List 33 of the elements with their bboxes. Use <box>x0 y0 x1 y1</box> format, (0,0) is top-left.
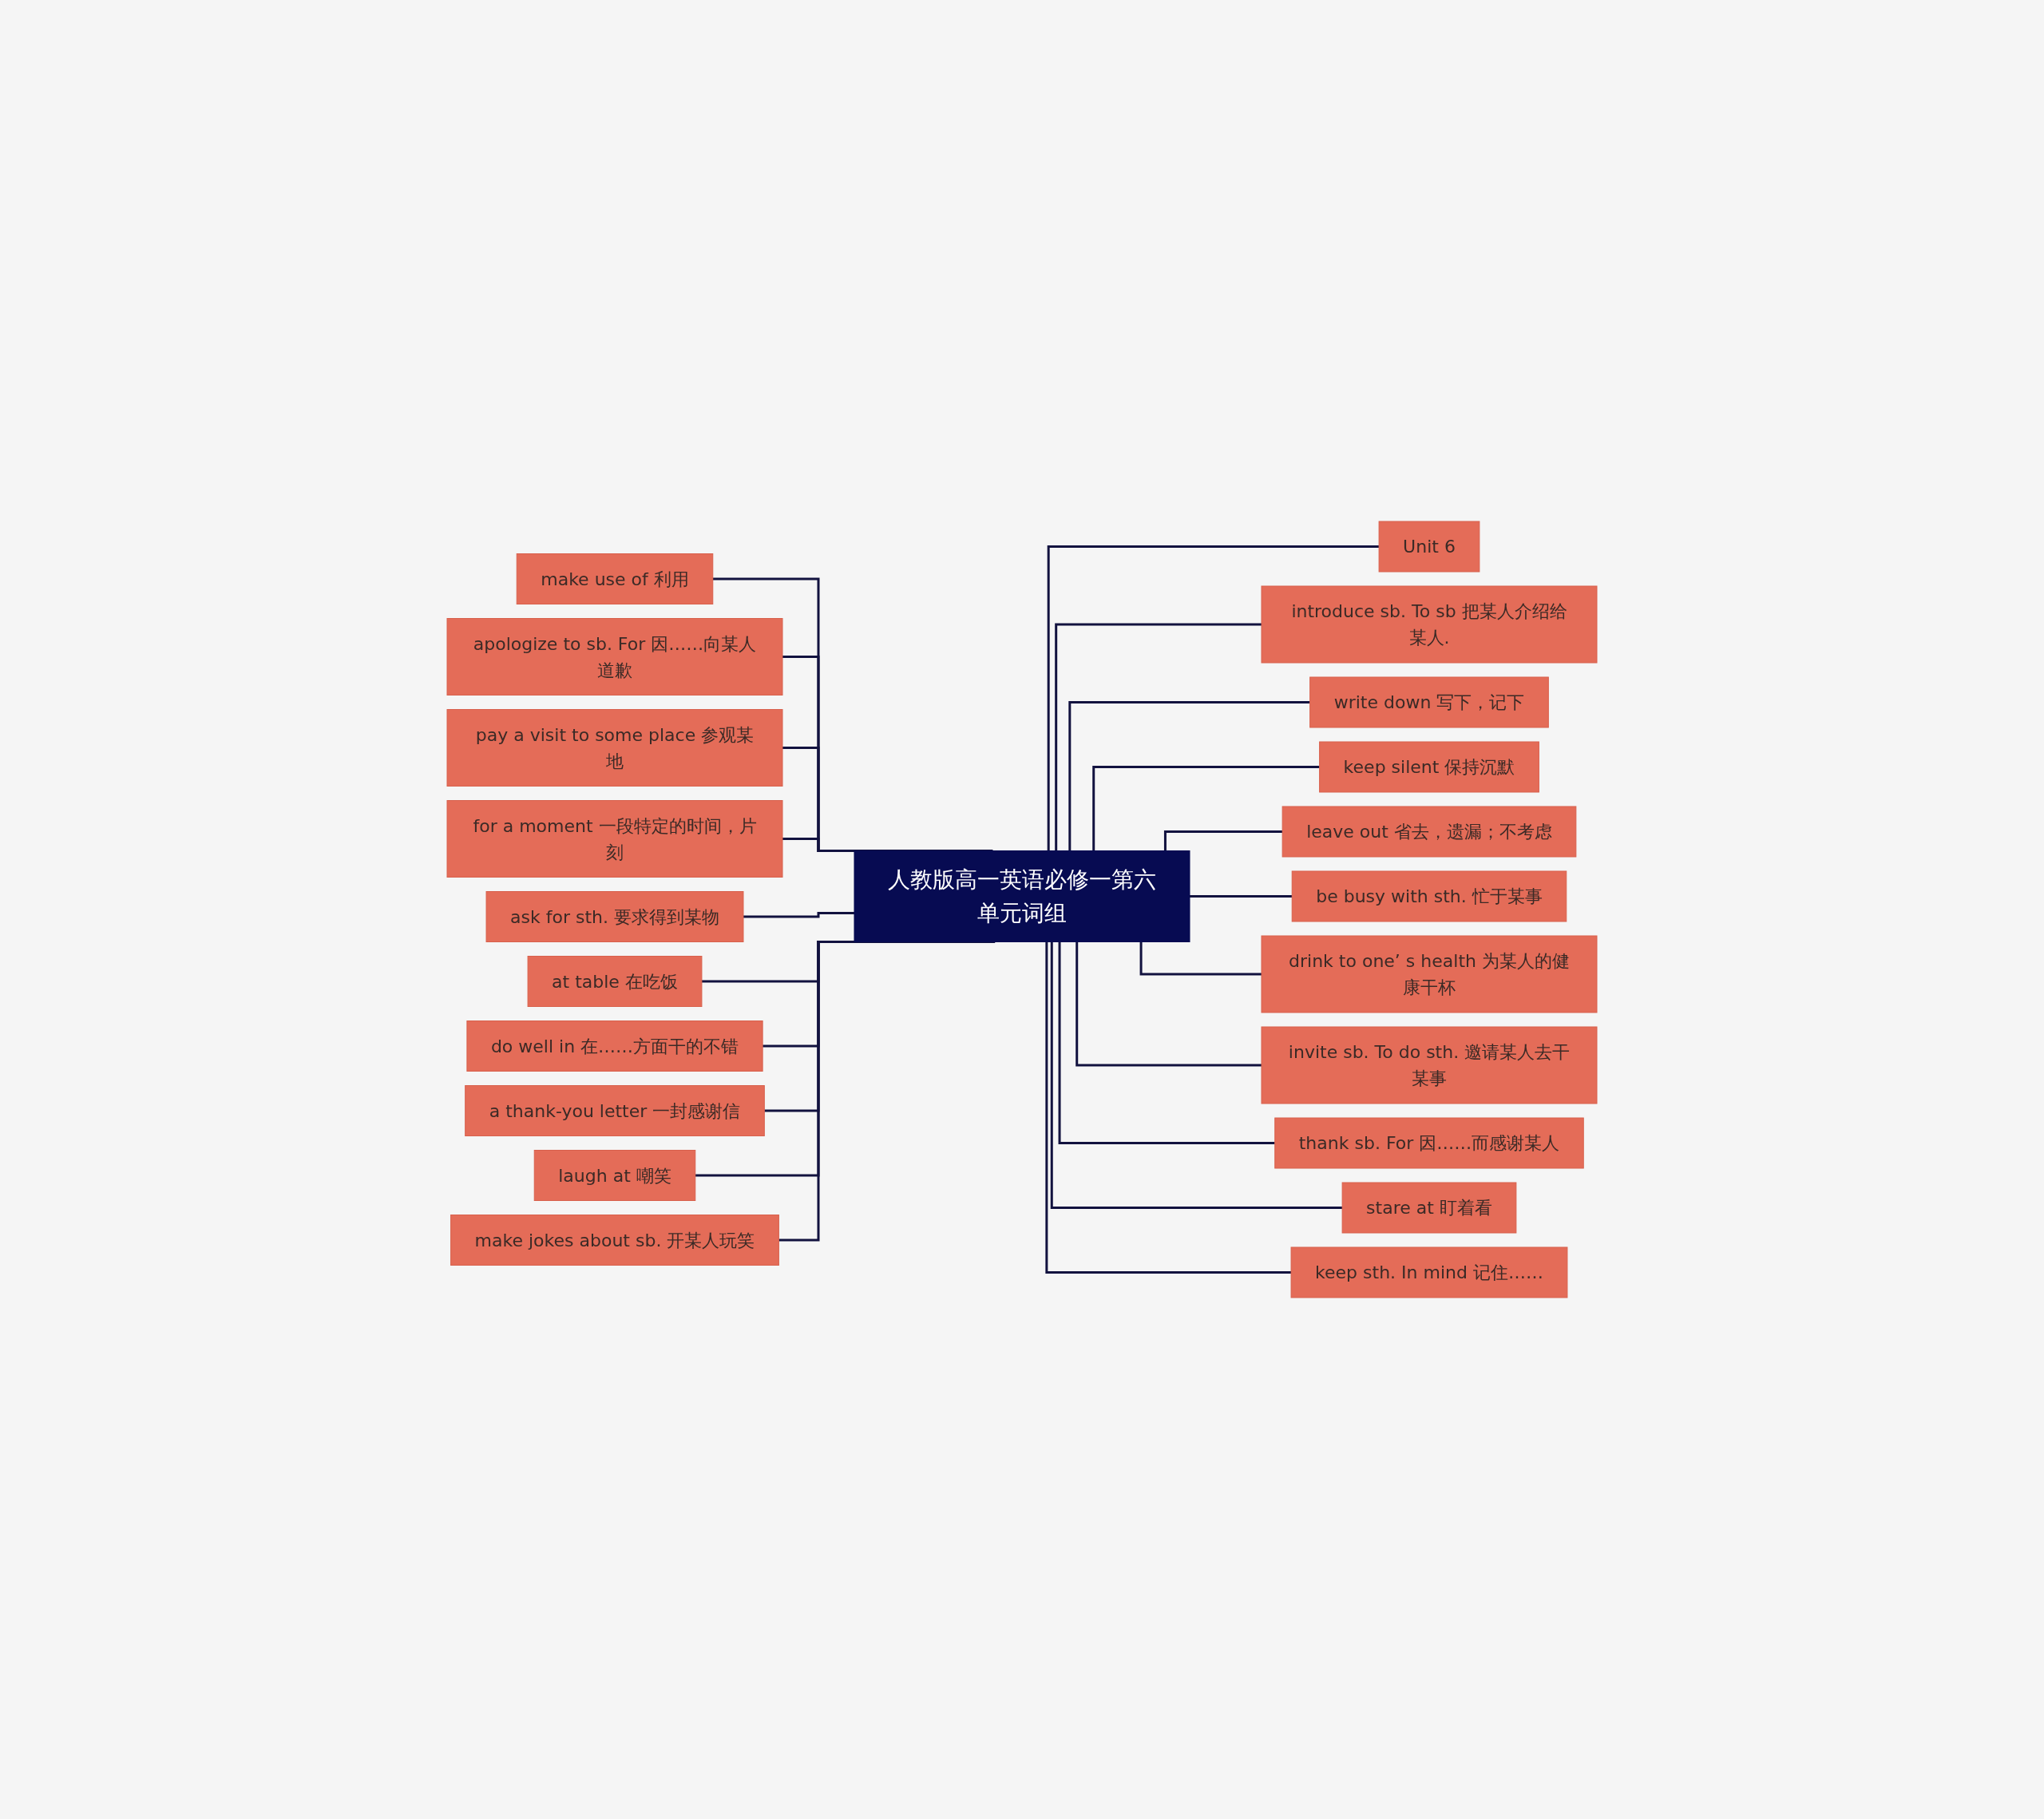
connector <box>1075 941 1262 1067</box>
node-box: laugh at 嘲笑 <box>533 1150 696 1201</box>
node-box: for a moment 一段特定的时间，片刻 <box>446 800 783 878</box>
node-box: do well in 在……方面干的不错 <box>466 1020 763 1072</box>
node-box: at table 在吃饭 <box>527 956 703 1007</box>
node-box: invite sb. To do sth. 邀请某人去干某事 <box>1261 1026 1598 1104</box>
connector <box>1068 701 1310 851</box>
node-box: ask for sth. 要求得到某物 <box>485 891 744 942</box>
connector <box>1050 941 1343 1209</box>
node-box: write down 写下，记下 <box>1309 676 1549 728</box>
connector <box>1045 941 1292 1274</box>
node-box: be busy with sth. 忙于某事 <box>1291 870 1567 922</box>
node-box: make jokes about sb. 开某人玩笑 <box>450 1215 779 1266</box>
node-box: stare at 盯着看 <box>1341 1182 1517 1234</box>
node-box: thank sb. For 因……而感谢某人 <box>1274 1117 1584 1169</box>
node-box: leave out 省去，遗漏；不考虑 <box>1281 806 1577 858</box>
node-box: keep silent 保持沉默 <box>1319 741 1539 793</box>
connector <box>1139 941 1262 976</box>
connector <box>1058 941 1275 1144</box>
connector <box>742 912 854 918</box>
node-box: a thank-you letter 一封感谢信 <box>465 1085 765 1136</box>
node-box: apologize to sb. For 因……向某人道歉 <box>446 618 783 696</box>
connector <box>1055 623 1262 851</box>
node-box: 人教版高一英语必修一第六单元词组 <box>854 850 1190 942</box>
node-box: make use of 利用 <box>516 553 714 604</box>
node-box: drink to one’ s health 为某人的健康干杯 <box>1261 935 1598 1013</box>
node-box: introduce sb. To sb 把某人介绍给某人. <box>1261 585 1598 664</box>
connector <box>1047 545 1380 851</box>
node-box: keep sth. In mind 记住…… <box>1290 1246 1568 1298</box>
node-box: pay a visit to some place 参观某地 <box>446 709 783 787</box>
connector <box>1092 766 1320 851</box>
node-box: Unit 6 <box>1378 521 1480 573</box>
connector <box>1163 830 1283 851</box>
